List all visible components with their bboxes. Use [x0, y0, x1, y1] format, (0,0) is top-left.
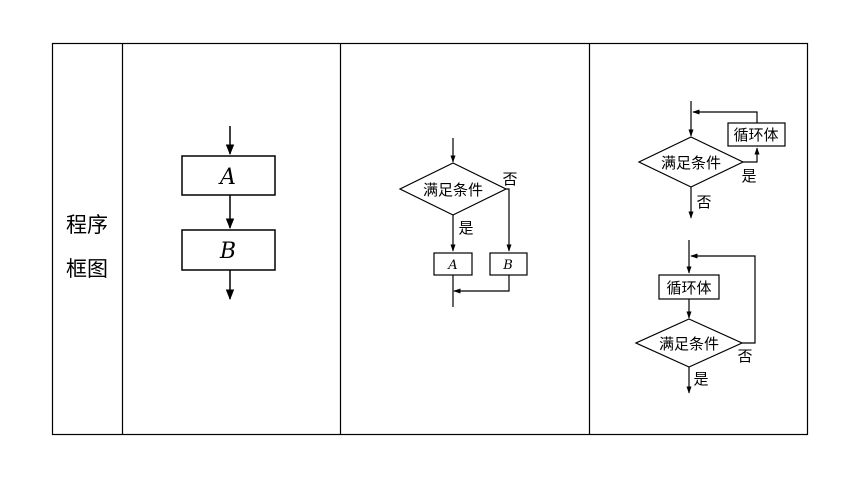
branch-box-b-label: B [502, 258, 513, 273]
branch-structure [398, 138, 528, 307]
loop-until-body-label: 循环体 [666, 279, 711, 297]
loop-until-yes-label: 是 [693, 370, 708, 388]
sequence-structure [181, 126, 276, 301]
loop-when-body-label: 循环体 [733, 126, 778, 144]
row-label-line1: 程序 [66, 213, 108, 237]
sequence-box-a-label: A [218, 165, 236, 190]
loop-when-yes-label: 是 [741, 167, 756, 185]
row-label-line2: 框图 [66, 257, 108, 281]
table-grid [51, 42, 809, 436]
branch-box-a-label: A [447, 258, 457, 273]
sequence-box-b-label: B [219, 239, 236, 264]
loop-when-no-label: 否 [696, 193, 711, 211]
branch-no-label: 否 [502, 170, 517, 188]
loop-until-structure [634, 240, 756, 394]
loop-when-condition-label: 满足条件 [661, 154, 721, 172]
loop-until-no-label: 否 [737, 347, 752, 365]
loop-when-structure [637, 101, 786, 219]
sequence-box-b [181, 229, 276, 271]
loop-until-condition-label: 满足条件 [659, 335, 719, 353]
sequence-box-a [181, 155, 276, 196]
branch-yes-label: 是 [458, 219, 473, 237]
branch-condition-label: 满足条件 [423, 181, 483, 199]
